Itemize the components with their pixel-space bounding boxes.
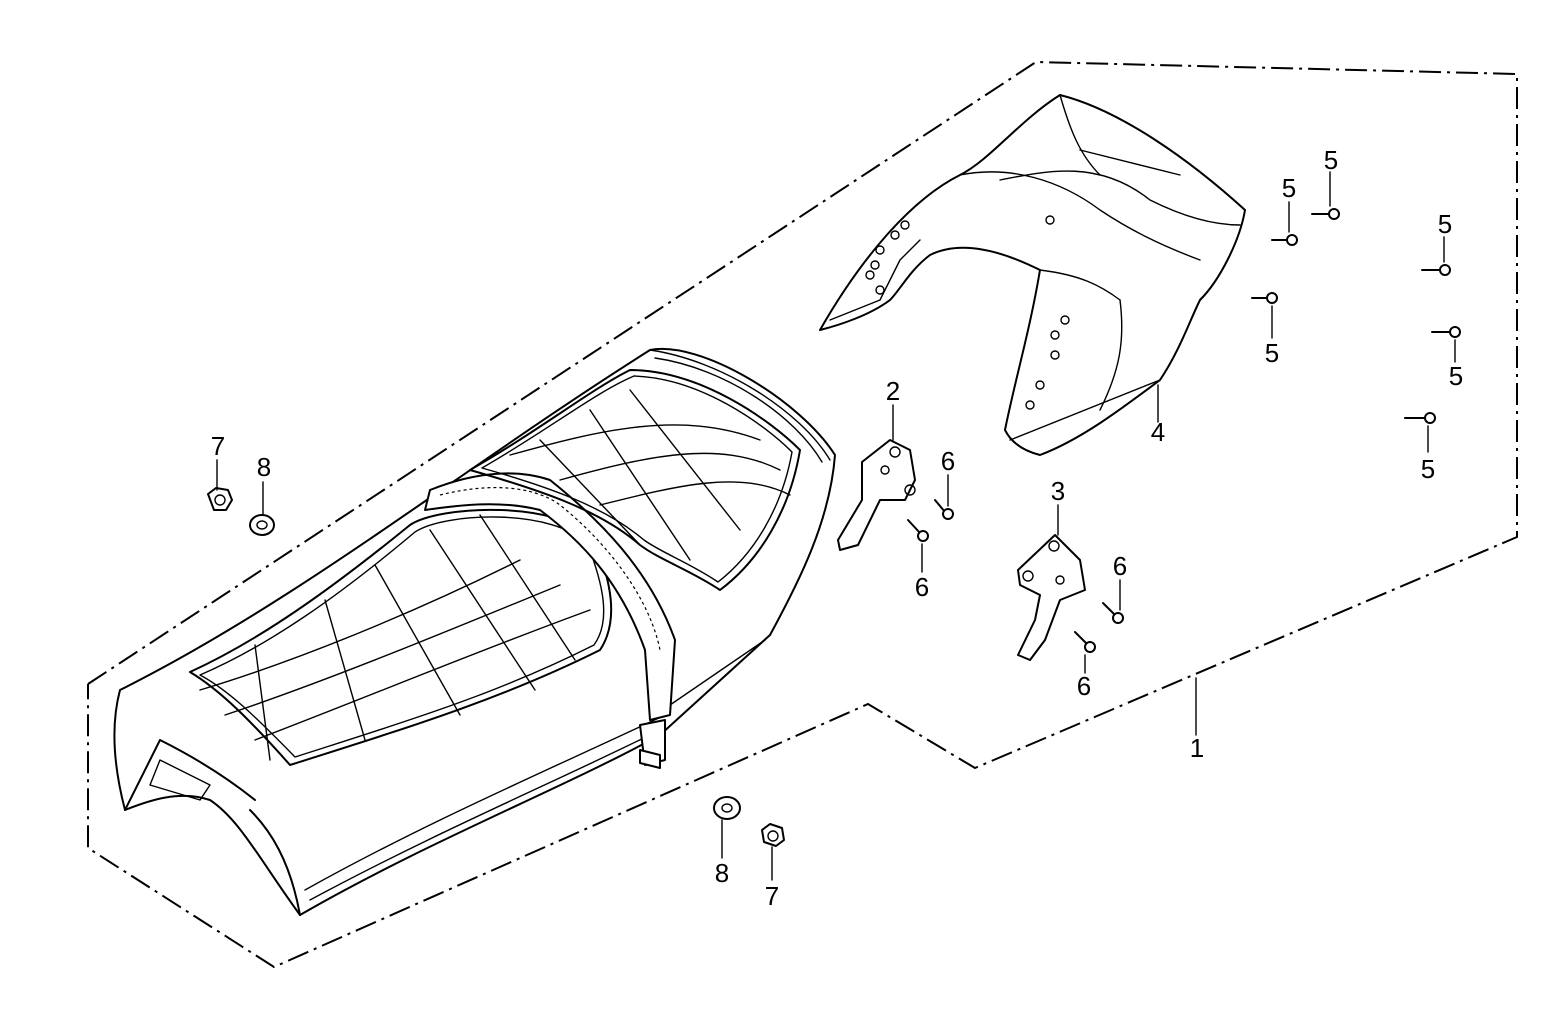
screws-6 xyxy=(907,499,1124,653)
bracket-3 xyxy=(1017,534,1086,661)
callout-1: 1 xyxy=(1189,733,1205,763)
callout-5: 5 xyxy=(1437,209,1453,239)
callout-6: 6 xyxy=(1112,551,1128,581)
callout-6: 6 xyxy=(1076,671,1092,701)
callout-5: 5 xyxy=(1281,173,1297,203)
callout-8: 8 xyxy=(714,858,730,888)
callout-5: 5 xyxy=(1420,454,1436,484)
callout-7: 7 xyxy=(210,431,226,461)
main-seat xyxy=(113,347,836,916)
callout-5: 5 xyxy=(1264,338,1280,368)
callout-5: 5 xyxy=(1323,145,1339,175)
callout-3: 3 xyxy=(1050,476,1066,506)
callout-8: 8 xyxy=(256,452,272,482)
assembly-boundary xyxy=(87,60,1518,969)
callout-5: 5 xyxy=(1448,361,1464,391)
screws-5 xyxy=(1251,208,1461,424)
bracket-2 xyxy=(837,439,916,551)
leader-lines xyxy=(216,171,1456,881)
callout-4: 4 xyxy=(1150,417,1166,447)
nuts-washers xyxy=(207,487,785,847)
callout-7: 7 xyxy=(764,881,780,911)
rear-cowl xyxy=(819,94,1246,456)
callout-2: 2 xyxy=(885,376,901,406)
callout-6: 6 xyxy=(940,446,956,476)
callout-6: 6 xyxy=(914,572,930,602)
